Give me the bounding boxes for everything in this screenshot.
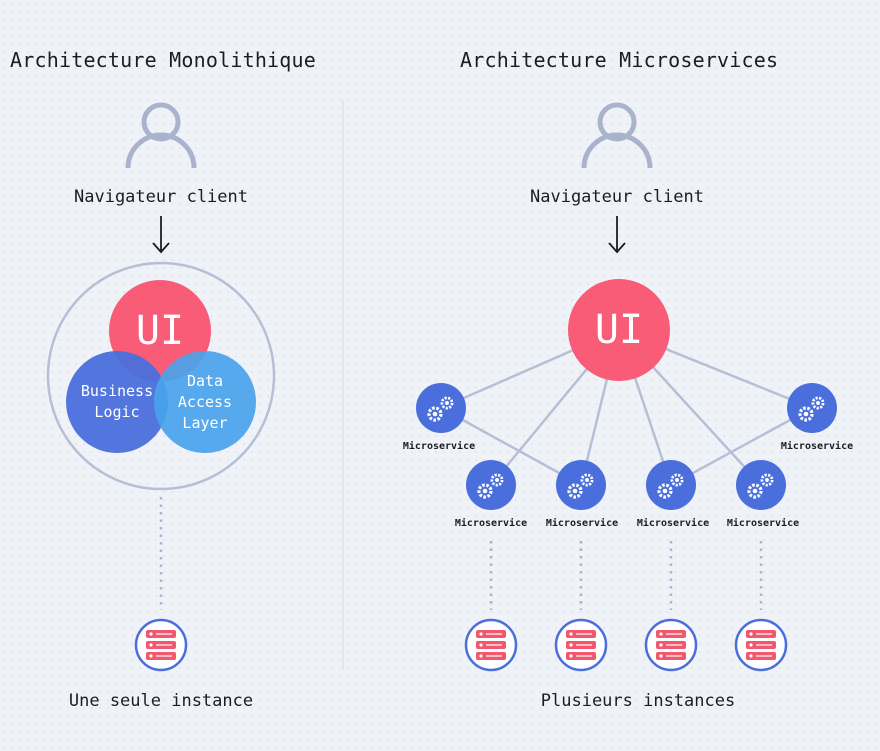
business-label-line2: Logic: [94, 403, 140, 421]
instance-label-left: Une seule instance: [68, 691, 254, 711]
ui-label-left: UI: [135, 308, 185, 354]
client-label-right: Navigateur client: [530, 187, 704, 207]
microservice-label-2: Microservice: [454, 518, 528, 529]
server-icon-2: [554, 618, 608, 672]
microservices-title: Architecture Microservices: [460, 48, 779, 72]
microservice-4: [646, 460, 696, 510]
microservice-5: [736, 460, 786, 510]
user-icon-right: [584, 105, 650, 168]
microservice-2: [466, 460, 516, 510]
microservice-label-1: Microservice: [402, 441, 476, 452]
server-icon-3: [644, 618, 698, 672]
arrow-down-icon-right: [608, 216, 626, 254]
microservice-label-3: Microservice: [545, 518, 619, 529]
server-icon-1: [464, 618, 518, 672]
server-icon-4: [734, 618, 788, 672]
client-label-left: Navigateur client: [74, 187, 248, 207]
data-access-circle: [154, 351, 256, 453]
business-label-line1: Business: [80, 382, 154, 400]
ui-circle-right: [568, 279, 670, 381]
business-logic-circle: [66, 351, 168, 453]
user-icon-left: [128, 105, 194, 168]
monolith-boundary: [46, 261, 276, 491]
arrow-down-icon-left: [152, 216, 170, 254]
microservice-label-4: Microservice: [636, 518, 710, 529]
microservice-1: [416, 383, 466, 433]
microservice-3: [556, 460, 606, 510]
data-label-line1: Data: [186, 372, 224, 390]
microservice-label-6: Microservice: [780, 441, 854, 452]
microservice-label-5: Microservice: [726, 518, 800, 529]
instance-label-right: Plusieurs instances: [540, 691, 736, 711]
instance-connectors: [489, 541, 763, 610]
microservice-6: [787, 383, 837, 433]
monolith-title: Architecture Monolithique: [10, 48, 317, 72]
ui-label-right: UI: [594, 307, 644, 353]
server-icon-left: [134, 618, 188, 672]
data-label-line2: Access: [177, 393, 233, 411]
data-label-line3: Layer: [182, 414, 228, 432]
